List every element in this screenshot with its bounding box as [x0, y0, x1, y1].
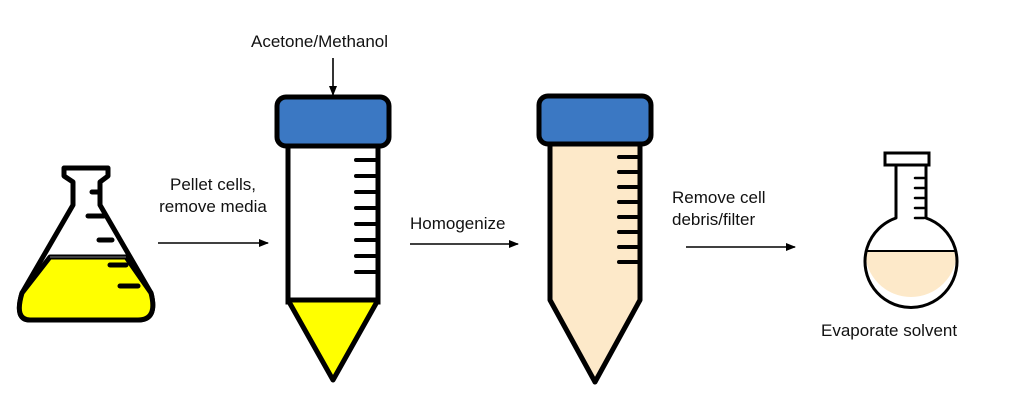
erlenmeyer-flask-icon	[16, 165, 156, 323]
centrifuge-tube-icon	[536, 93, 654, 385]
solvent-label: Acetone/Methanol	[251, 32, 389, 51]
step3-label-line2: debris/filter	[672, 210, 756, 229]
step3-label-line1: Remove cell	[672, 188, 766, 207]
centrifuge-tube-icon	[274, 94, 392, 383]
step1-label-line1: Pellet cells,	[170, 175, 256, 194]
final-step-label: Evaporate solvent	[821, 321, 958, 340]
round-bottom-flask-icon	[863, 151, 959, 309]
step1-label-line2: remove media	[159, 197, 267, 216]
step2-label: Homogenize	[410, 214, 506, 233]
